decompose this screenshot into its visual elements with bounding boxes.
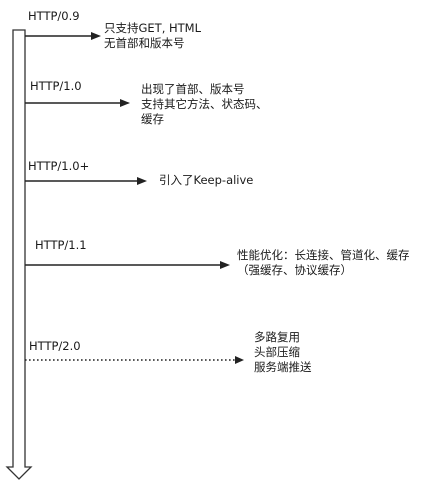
feature-note-http-1-0: 出现了首部、版本号 支持其它方法、状态码、 缓存 bbox=[141, 82, 268, 127]
feature-note-http-1-0-plus: 引入了Keep-alive bbox=[159, 173, 253, 188]
feature-line: 出现了首部、版本号 bbox=[141, 82, 245, 96]
feature-line: （强缓存、协议缓存） bbox=[237, 263, 352, 277]
feature-line: 性能优化：长连接、管道化、缓存 bbox=[237, 248, 410, 262]
timeline-arrow bbox=[5, 29, 33, 480]
feature-line: 缓存 bbox=[141, 112, 164, 126]
branch-arrow-http-1-0 bbox=[25, 99, 130, 107]
branch-arrow-http-1-1 bbox=[25, 261, 230, 269]
feature-line: 引入了Keep-alive bbox=[159, 173, 254, 187]
feature-line: 头部压缩 bbox=[254, 345, 300, 359]
branch-arrow-http-2-0 bbox=[25, 356, 244, 364]
feature-note-http-0-9: 只支持GET, HTML 无首部和版本号 bbox=[104, 21, 201, 51]
feature-note-http-1-1: 性能优化：长连接、管道化、缓存 （强缓存、协议缓存） bbox=[237, 248, 410, 278]
feature-note-http-2-0: 多路复用 头部压缩 服务端推送 bbox=[254, 330, 312, 375]
version-label-http-1-0: HTTP/1.0 bbox=[30, 79, 82, 93]
version-label-http-0-9: HTTP/0.9 bbox=[28, 9, 80, 23]
version-label-http-2-0: HTTP/2.0 bbox=[29, 339, 81, 353]
version-label-http-1-0-plus: HTTP/1.0+ bbox=[28, 159, 90, 173]
branch-arrow-http-0-9 bbox=[25, 32, 101, 40]
feature-line: 支持其它方法、状态码、 bbox=[141, 97, 268, 111]
feature-line: 多路复用 bbox=[254, 330, 300, 344]
feature-line: 无首部和版本号 bbox=[104, 36, 185, 50]
feature-line: 服务端推送 bbox=[254, 360, 312, 374]
version-label-http-1-1: HTTP/1.1 bbox=[35, 238, 87, 252]
branch-arrow-http-1-0-plus bbox=[25, 177, 147, 185]
feature-line: 只支持GET, HTML bbox=[104, 21, 202, 35]
